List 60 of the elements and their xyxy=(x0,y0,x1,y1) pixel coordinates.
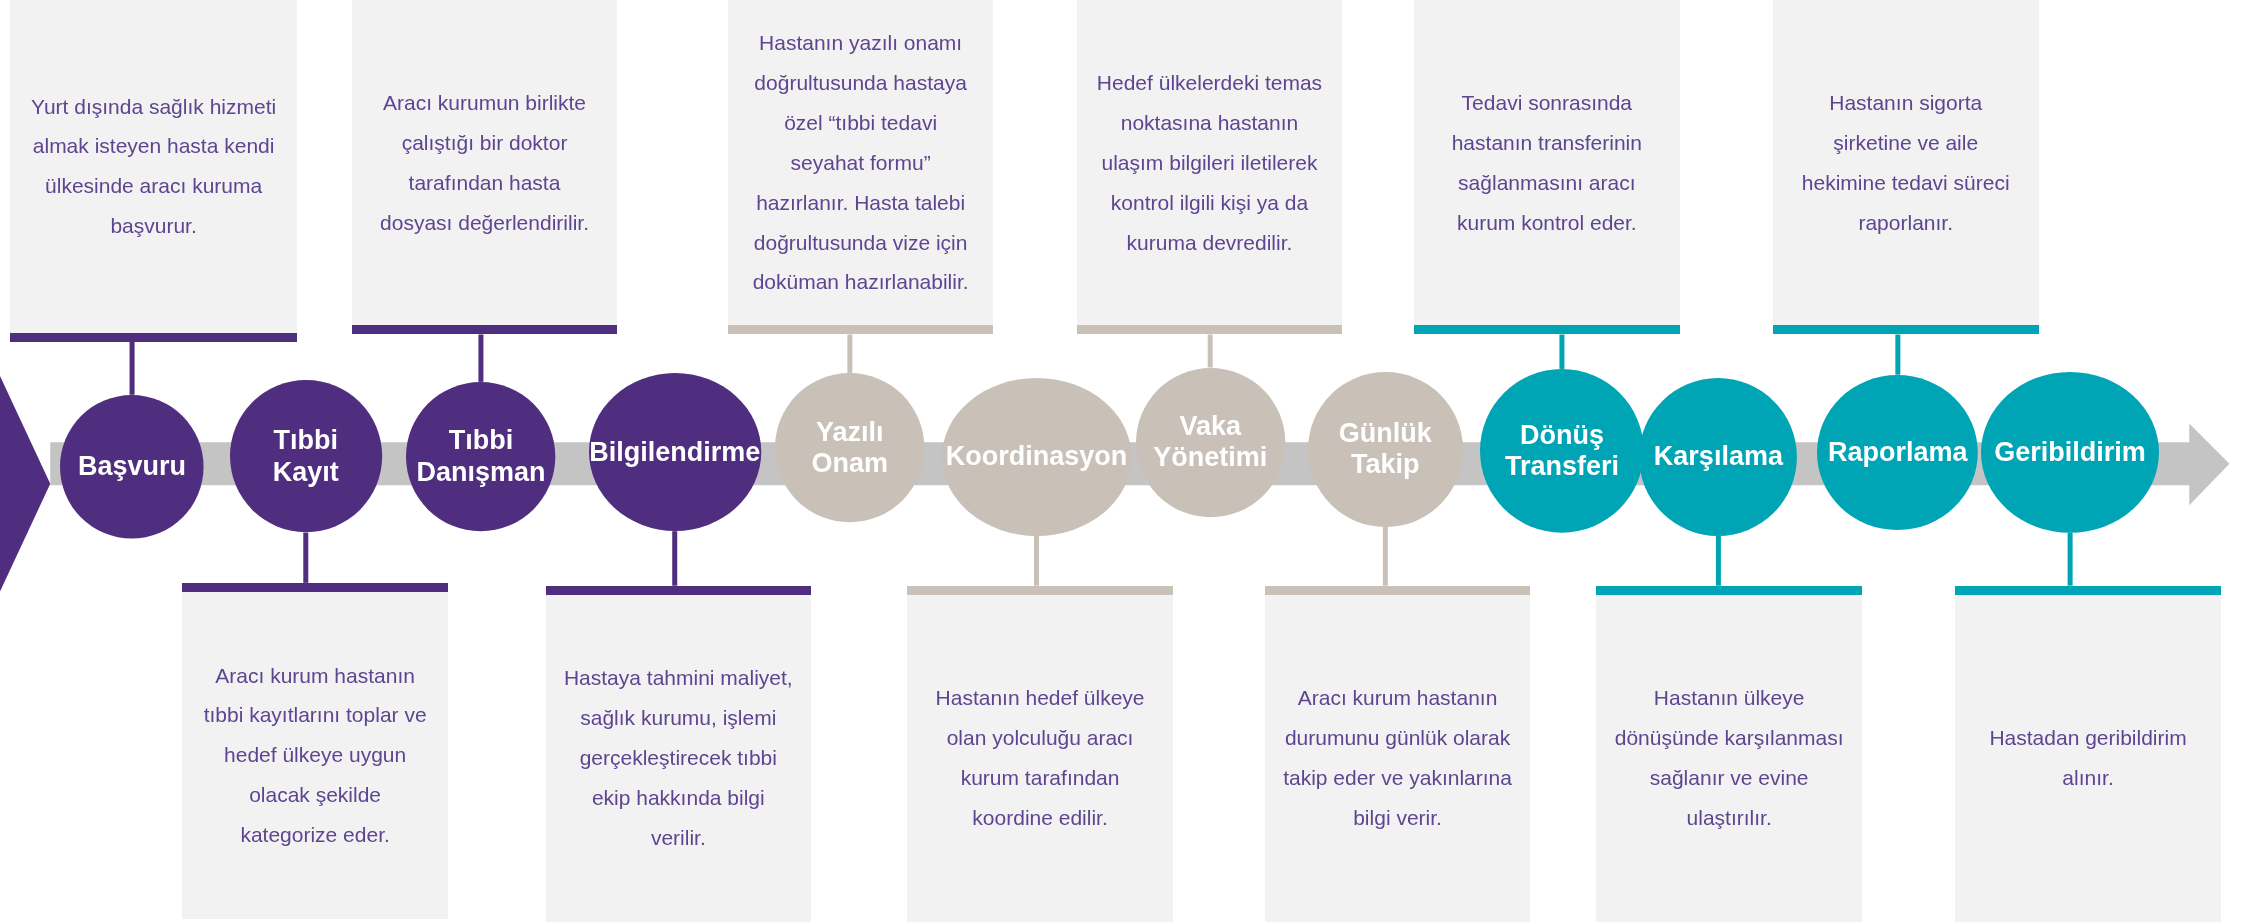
text-card xyxy=(1955,585,2221,922)
description-text: Aracı kurum hastanın durumunu günlük olarak takip eder ve yakınlarına bilgi verir. xyxy=(1282,685,1513,832)
step-circle xyxy=(229,380,382,533)
step-circle xyxy=(1480,368,1644,533)
connector-line xyxy=(1715,535,1721,586)
text-card xyxy=(182,582,448,919)
step-circle xyxy=(1307,371,1463,527)
connector-line xyxy=(1034,535,1039,586)
connector-line xyxy=(303,532,309,583)
text-card xyxy=(907,585,1173,922)
description-text: Yurt dışında sağlık hizmeti almak isteyen hasta kendi ülkesinde aracı kuruma başvurur. xyxy=(30,93,278,240)
step-label: Dönüş Transferi xyxy=(1503,419,1620,482)
step-circle xyxy=(1135,367,1285,517)
step-label: Karşılama xyxy=(1653,440,1783,472)
text-card xyxy=(1596,585,1862,922)
description-text: Tedavi sonrasında hastanın transferinin sağlanmasını aracı kurum kontrol eder. xyxy=(1450,89,1643,236)
step-circle xyxy=(775,373,925,523)
step-circle xyxy=(941,377,1132,536)
connector-line xyxy=(1559,334,1565,369)
connector-line xyxy=(1207,334,1213,368)
description-text: Hastanın ülkeye dönüşünde karşılanması sağlanır ve evine ulaştırılır. xyxy=(1614,685,1844,832)
connector-line xyxy=(1382,526,1388,586)
text-card xyxy=(1264,585,1531,922)
connector-line xyxy=(2067,532,2073,586)
step-label: Geribildirim xyxy=(1994,436,2146,468)
description-text: Aracı kurumun birlikte çalıştığı bir doktor tarafından hasta dosyası değerlendirilir. xyxy=(379,89,590,236)
description-text: Hastaya tahmini maliyet, sağlık kurumu, işlemi gerçekleştirecek tıbbi ekip hakkında bilgi verilir. xyxy=(563,665,794,851)
description-text: Hastanın yazılı onamı doğrultusunda hastaya özel “tıbbi tedavi seyahat formu” hazırlanır. Hasta talebi doğrultusunda vize için doküman hazırlanabilir. xyxy=(751,30,970,296)
step-label: Tıbbi Kayıt xyxy=(271,425,340,488)
step-label: Yazılı Onam xyxy=(810,416,890,479)
connector-line xyxy=(847,334,853,374)
step-label: Raporlama xyxy=(1828,436,1968,468)
step-label: Başvuru xyxy=(78,451,187,483)
connector-line xyxy=(672,531,678,586)
connector-line xyxy=(478,334,484,382)
step-label: Günlük Takip xyxy=(1337,418,1433,481)
step-circle xyxy=(588,373,761,532)
step-label: Bilgilendirme xyxy=(589,436,761,468)
text-card xyxy=(351,0,618,335)
description-text: Hastadan geribildirim alınır. xyxy=(1988,725,2188,792)
step-label: Vaka Yönetimi xyxy=(1152,411,1269,474)
description-text: Hastanın hedef ülkeye olan yolculuğu aracı kurum tarafından koordine edilir. xyxy=(934,685,1146,832)
step-label: Tıbbi Danışman xyxy=(415,425,547,488)
connector-line xyxy=(129,341,135,395)
step-circle xyxy=(1639,377,1798,536)
text-card xyxy=(727,0,994,335)
text-card xyxy=(1772,0,2039,335)
step-circle xyxy=(60,394,204,539)
connector-line xyxy=(1895,334,1901,375)
text-card xyxy=(545,585,812,922)
step-label: Koordinasyon xyxy=(945,440,1128,472)
description-text: Aracı kurum hastanın tıbbi kayıtlarını toplar ve hedef ülkeye uygun olacak şekilde kategorize eder. xyxy=(202,662,428,849)
step-circle xyxy=(406,381,556,532)
step-circle xyxy=(1981,371,2160,533)
description-text: Hastanın sigorta şirketine ve aile hekimine tedavi süreci raporlanır. xyxy=(1800,89,2011,236)
step-circle xyxy=(1817,374,1979,530)
text-card xyxy=(1076,0,1343,335)
text-card xyxy=(10,0,298,342)
text-card xyxy=(1414,0,1680,335)
description-text: Hedef ülkelerdeki temas noktasına hastanın ulaşım bilgileri iletilerek kontrol ilgili kişi ya da kuruma devredilir. xyxy=(1095,70,1324,256)
